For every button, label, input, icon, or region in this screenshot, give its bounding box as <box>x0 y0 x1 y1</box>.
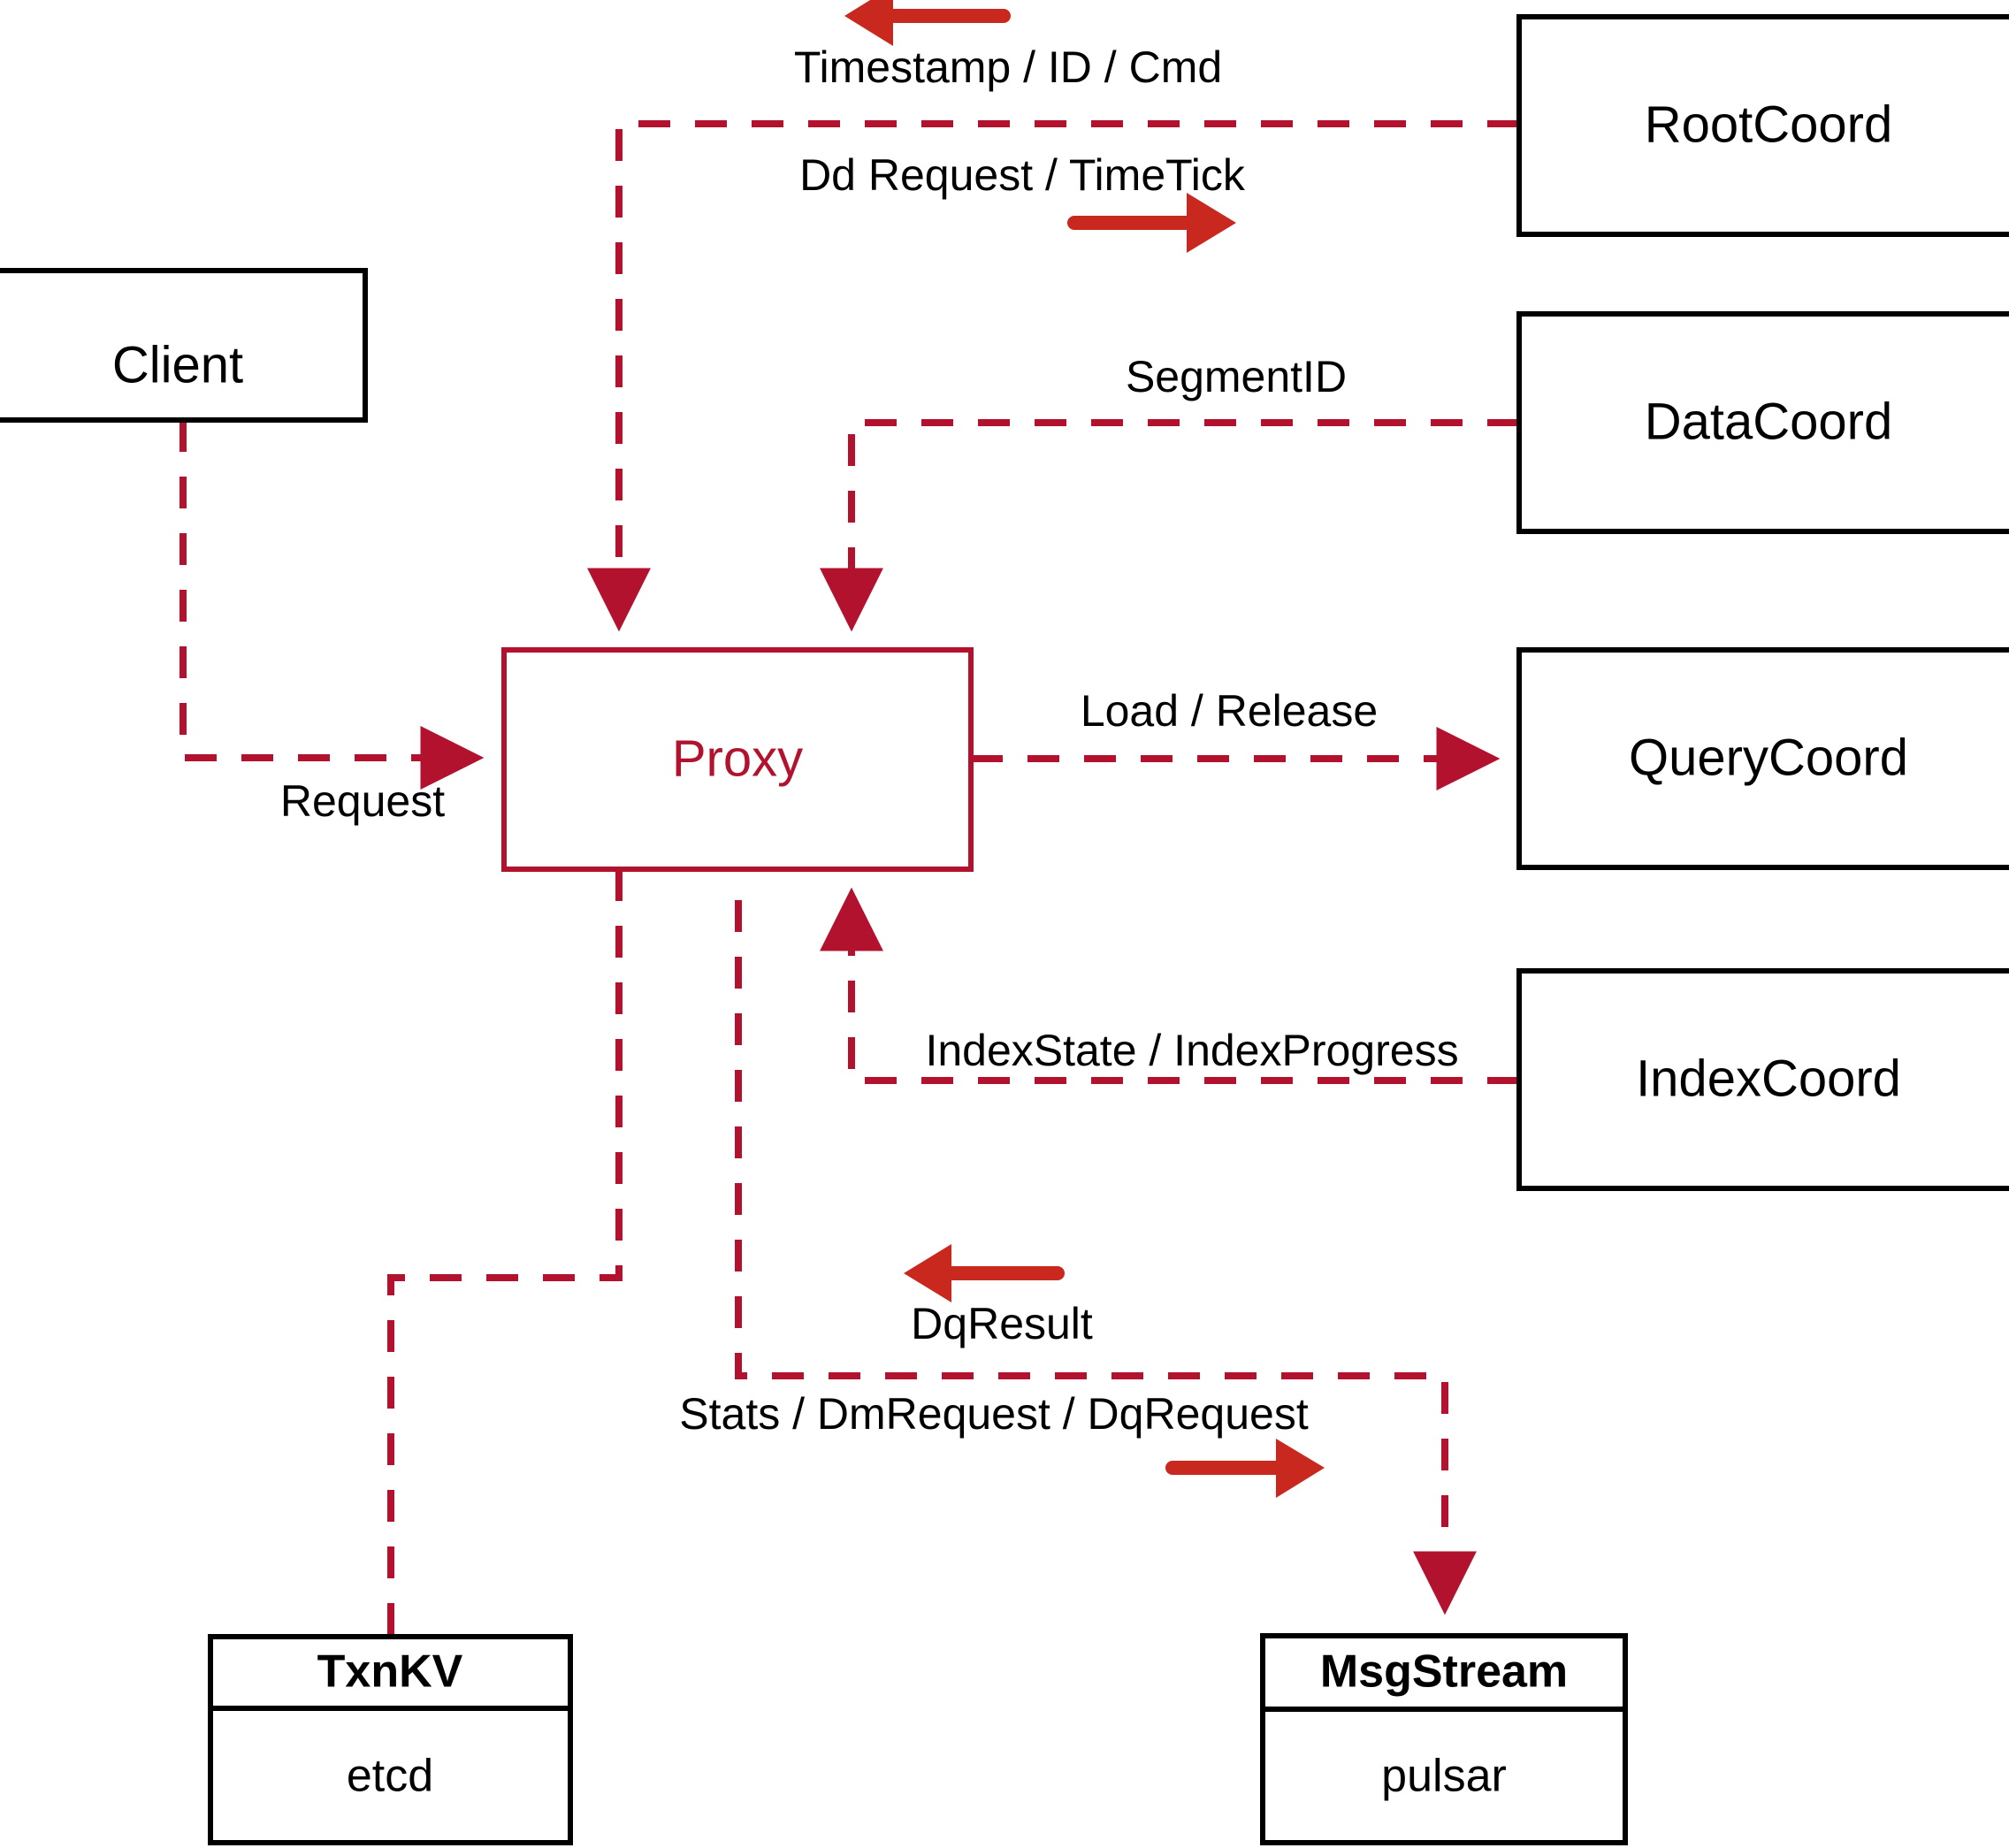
edge-request <box>180 420 485 790</box>
edge-proxy-txnkv <box>387 869 623 1637</box>
node-query-coord[interactable]: QueryCoord <box>1516 647 2009 870</box>
node-msgstream-title: MsgStream <box>1320 1646 1568 1698</box>
edge-stats-dm-dq-request <box>735 900 1477 1615</box>
edge-label-segment-id: SegmentID <box>1126 352 1347 401</box>
node-proxy-label: Proxy <box>672 729 803 787</box>
annotation-arrow-left-timestamp <box>844 0 1011 46</box>
edge-segment-id <box>820 419 1519 632</box>
edge-label-request-text: Request <box>280 776 445 826</box>
edge-label-stats-dm-dq-request: Stats / DmRequest / DqRequest <box>679 1389 1325 1498</box>
node-root-coord-label: RootCoord <box>1645 95 1892 153</box>
edge-label-dq-result-text: DqResult <box>911 1299 1093 1348</box>
node-proxy[interactable]: Proxy <box>501 647 974 872</box>
node-msgstream[interactable]: MsgStream pulsar <box>1260 1633 1628 1845</box>
edge-label-load-release-text: Load / Release <box>1081 686 1378 736</box>
edge-label-timestamp-id-cmd-text: Timestamp / ID / Cmd <box>794 42 1222 92</box>
annotation-arrow-right-stats <box>1165 1439 1325 1498</box>
edge-label-dq-result: DqResult <box>904 1244 1093 1348</box>
edge-label-request: Request <box>280 776 445 826</box>
node-index-coord[interactable]: IndexCoord <box>1516 968 2009 1191</box>
node-query-coord-label: QueryCoord <box>1629 729 1908 786</box>
edge-label-dd-request-timetick: Dd Request / TimeTick <box>799 150 1246 253</box>
node-data-coord[interactable]: DataCoord <box>1516 311 2009 534</box>
edge-label-timestamp-id-cmd: Timestamp / ID / Cmd <box>794 0 1222 92</box>
node-txnkv[interactable]: TxnKV etcd <box>208 1634 573 1845</box>
node-msgstream-impl: pulsar <box>1381 1751 1507 1802</box>
annotation-arrow-left-dqresult <box>904 1244 1065 1302</box>
edge-label-stats-dm-dq-request-text: Stats / DmRequest / DqRequest <box>679 1389 1309 1439</box>
edge-label-dd-request-timetick-text: Dd Request / TimeTick <box>799 150 1246 200</box>
edge-label-index-state-progress: IndexState / IndexProgress <box>925 1026 1458 1075</box>
edge-label-load-release: Load / Release <box>1081 686 1378 736</box>
annotation-arrow-right-ddrequest <box>1067 193 1236 253</box>
edge-label-index-state-progress-text: IndexState / IndexProgress <box>925 1026 1458 1075</box>
edge-label-segment-id-text: SegmentID <box>1126 352 1347 401</box>
node-client[interactable]: Client <box>0 268 368 423</box>
node-data-coord-label: DataCoord <box>1645 393 1892 450</box>
node-txnkv-title: TxnKV <box>317 1646 463 1698</box>
node-txnkv-impl: etcd <box>347 1751 433 1802</box>
node-client-label: Client <box>112 336 243 393</box>
node-index-coord-label: IndexCoord <box>1636 1050 1901 1107</box>
edge-dd-request-timetick <box>587 120 1519 632</box>
node-root-coord[interactable]: RootCoord <box>1516 14 2009 237</box>
